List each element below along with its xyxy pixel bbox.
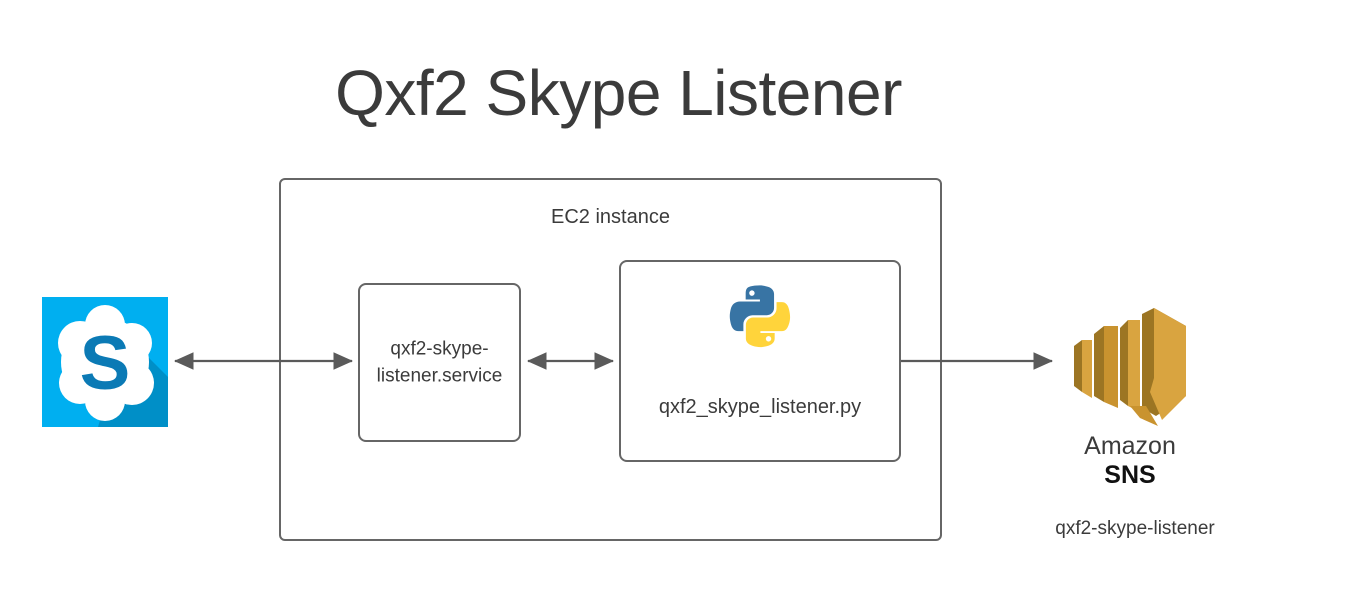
skype-icon: S <box>42 297 168 427</box>
service-label-line-2: listener.service <box>376 365 503 387</box>
amazon-brand-text: Amazon <box>1084 432 1176 460</box>
svg-text:S: S <box>80 321 131 406</box>
service-node-box[interactable]: qxf2-skype- listener.service <box>358 283 521 442</box>
python-logo-icon <box>723 282 797 356</box>
python-script-label: qxf2_skype_listener.py <box>658 396 862 418</box>
amazon-sns-icon-svg <box>1074 308 1186 426</box>
skype-icon-svg: S <box>42 297 168 427</box>
amazon-sns-icon <box>1066 308 1194 430</box>
page-title: Qxf2 Skype Listener <box>335 57 902 129</box>
sns-topic-name: qxf2-skype-listener <box>1055 518 1215 539</box>
ec2-instance-label: EC2 instance <box>551 206 670 228</box>
sns-product-text: SNS <box>1104 460 1156 489</box>
service-label-line-1: qxf2-skype- <box>390 337 489 359</box>
service-node-label: qxf2-skype- listener.service <box>360 335 519 390</box>
python-logo-svg <box>729 285 791 348</box>
amazon-sns-label: Amazon SNS <box>1040 432 1220 490</box>
python-script-node-box[interactable]: qxf2_skype_listener.py <box>619 260 901 462</box>
